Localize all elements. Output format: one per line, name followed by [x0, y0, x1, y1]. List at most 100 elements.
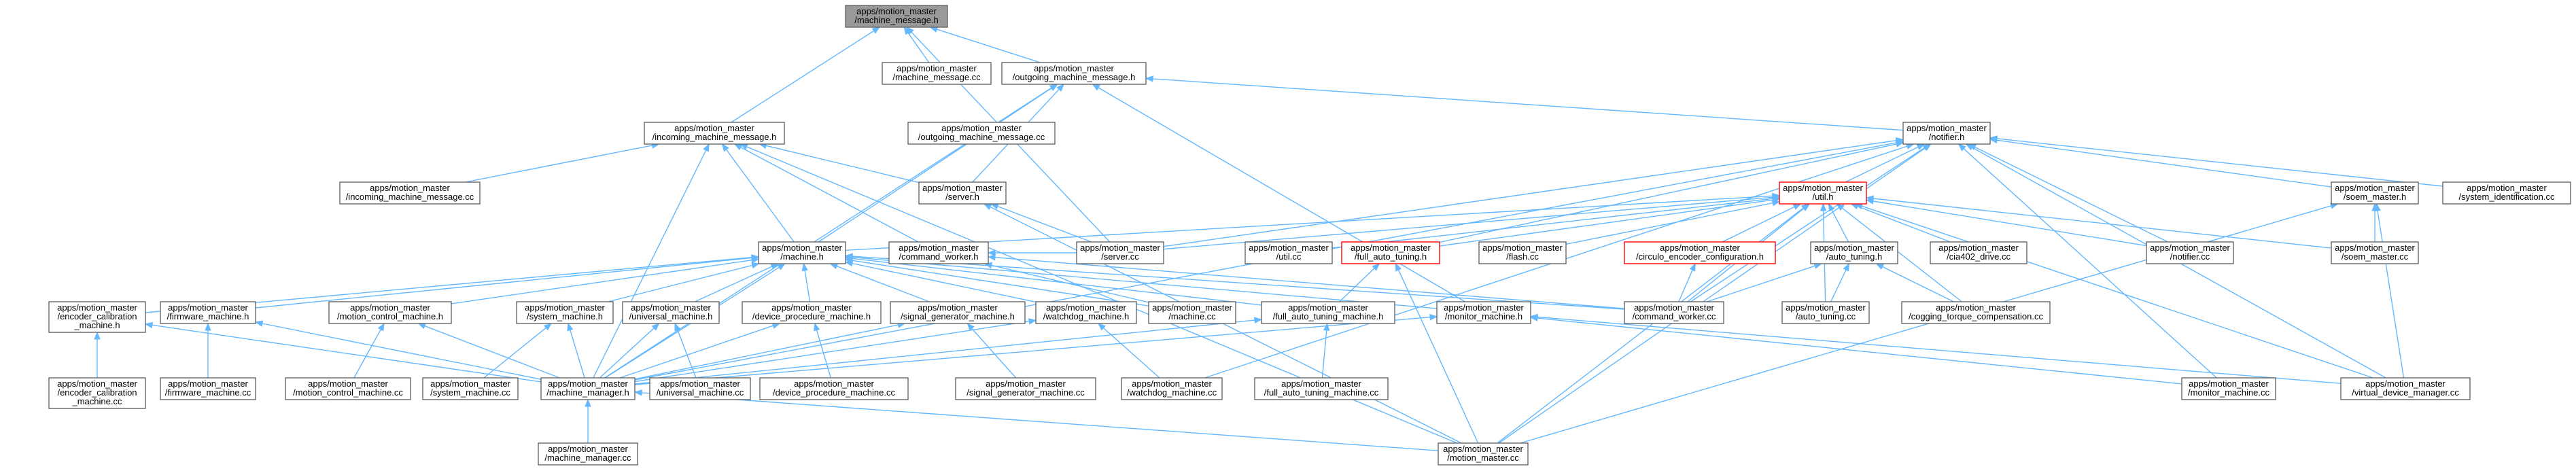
node-wd-h[interactable]: apps/motion_master/watchdog_machine.h [1035, 301, 1137, 324]
node-mc-cc[interactable]: apps/motion_master/motion_control_machin… [285, 377, 411, 400]
node-label-line: apps/motion_master [986, 379, 1066, 389]
node-at-h[interactable]: apps/motion_master/auto_tuning.h [1810, 241, 1898, 264]
node-sg-h[interactable]: apps/motion_master/signal_generator_mach… [890, 301, 1026, 324]
edge-line [1857, 205, 1951, 243]
node-label-line: /util.cc [1276, 251, 1302, 262]
edge-line [852, 262, 1037, 303]
node-cmdw-h[interactable]: apps/motion_master/command_worker.h [888, 241, 989, 264]
node-root[interactable]: apps/motion_master/machine_message.h [845, 5, 948, 28]
node-label-line: apps/motion_master [1783, 183, 1863, 193]
node-in-cc[interactable]: apps/motion_master/incoming_machine_mess… [339, 181, 481, 205]
node-label-line: apps/motion_master [1152, 302, 1232, 313]
node-box [622, 301, 720, 324]
edge-cog-cc-to-util-h [1836, 203, 1962, 302]
node-mon-h[interactable]: apps/motion_master/monitor_machine.h [1436, 301, 1531, 324]
edge-arrowhead [967, 322, 975, 331]
node-util-h[interactable]: apps/motion_master/util.h [1779, 181, 1867, 205]
node-server-h[interactable]: apps/motion_master/server.h [918, 181, 1007, 205]
edge-arrowhead [1049, 84, 1058, 91]
node-vdm-cc[interactable]: apps/motion_master/virtual_device_manage… [2340, 377, 2471, 400]
node-label-line: /outgoing_machine_message.h [1013, 72, 1136, 82]
node-sg-cc[interactable]: apps/motion_master/signal_generator_mach… [955, 377, 1096, 400]
node-box [1781, 301, 1870, 324]
node-out-cc[interactable]: apps/motion_master/outgoing_machine_mess… [907, 122, 1056, 145]
node-uni-h[interactable]: apps/motion_master/universal_machine.h [622, 301, 720, 324]
node-box [649, 377, 751, 400]
node-cia-cc[interactable]: apps/motion_master/cia402_drive.cc [1930, 241, 2027, 264]
node-label-line: /signal_generator_machine.cc [967, 387, 1085, 398]
node-label-line: apps/motion_master [1080, 243, 1160, 253]
node-fat-h[interactable]: apps/motion_master/full_auto_tuning.h [1341, 241, 1440, 264]
edge-line [619, 325, 773, 379]
edge-line [634, 321, 1030, 383]
node-mgr-h[interactable]: apps/motion_master/machine_manager.h [540, 377, 636, 400]
node-machine-h[interactable]: apps/motion_master/machine.h [758, 241, 846, 264]
node-label-line: /system_identification.cc [2459, 192, 2555, 202]
node-mc-h[interactable]: apps/motion_master/motion_control_machin… [328, 301, 452, 324]
node-box [1624, 301, 1724, 324]
node-dp-h[interactable]: apps/motion_master/device_procedure_mach… [742, 301, 882, 324]
node-label-line: _machine.h [73, 320, 120, 330]
edge-mon-h-to-out-h [1092, 84, 1465, 302]
node-notifier-h[interactable]: apps/motion_master/notifier.h [1902, 122, 1991, 145]
node-sys-h[interactable]: apps/motion_master/system_machine.h [516, 301, 614, 324]
node-box [1035, 301, 1137, 324]
node-soem-h[interactable]: apps/motion_master/soem_master.h [2331, 181, 2419, 205]
node-enc-cc[interactable]: apps/motion_master/encoder_calibration_m… [48, 377, 146, 409]
node-box [1261, 301, 1395, 324]
node-cmdw-cc[interactable]: apps/motion_master/command_worker.cc [1624, 301, 1724, 324]
edge-machine-h-to-out-h [818, 84, 1058, 243]
node-mach-cc[interactable]: apps/motion_master/machine.cc [1148, 301, 1236, 324]
node-box [1254, 377, 1389, 400]
edge-line [483, 327, 546, 379]
node-sysid-cc[interactable]: apps/motion_master/system_identification… [2442, 181, 2571, 205]
node-fw-h[interactable]: apps/motion_master/firmware_machine.h [160, 301, 256, 324]
node-server-cc[interactable]: apps/motion_master/server.cc [1076, 241, 1164, 264]
node-label-line: /circulo_encoder_configuration.h [1636, 251, 1764, 262]
node-dp-cc[interactable]: apps/motion_master/device_procedure_mach… [759, 377, 909, 400]
edge-line [1537, 317, 2182, 385]
node-label-line: /firmware_machine.h [167, 311, 249, 321]
node-box [890, 301, 1026, 324]
edge-line [1722, 206, 1795, 243]
edge-server-h-to-in-h [759, 142, 920, 183]
node-mon-cc[interactable]: apps/motion_master/monitor_machine.cc [2181, 377, 2276, 400]
edge-notifier-h-to-out-h [1145, 75, 1904, 131]
edge-line [353, 329, 381, 379]
node-mm-main-cc[interactable]: apps/motion_master/motion_master.cc [1438, 442, 1529, 466]
node-at-cc[interactable]: apps/motion_master/auto_tuning.cc [1781, 301, 1870, 324]
node-in-h[interactable]: apps/motion_master/incoming_machine_mess… [644, 122, 785, 145]
node-out-h[interactable]: apps/motion_master/outgoing_machine_mess… [1001, 62, 1147, 85]
node-util-cc[interactable]: apps/motion_master/util.cc [1245, 241, 1333, 264]
edge-line [1497, 207, 1804, 444]
edge-arrowhead [1800, 203, 1810, 211]
node-notif-cc[interactable]: apps/motion_master/notifier.cc [2146, 241, 2234, 264]
node-flash-cc[interactable]: apps/motion_master/flash.cc [1478, 241, 1567, 264]
node-fatm-cc[interactable]: apps/motion_master/full_auto_tuning_mach… [1254, 377, 1389, 400]
node-sys-cc[interactable]: apps/motion_master/system_machine.cc [422, 377, 519, 400]
node-box [1930, 241, 2027, 264]
edge-out-h-to-root [929, 26, 1041, 63]
edge-line [1565, 203, 1773, 245]
node-cec-h[interactable]: apps/motion_master/circulo_encoder_confi… [1624, 241, 1776, 264]
node-cog-cc[interactable]: apps/motion_master/cogging_torque_compen… [1901, 301, 2051, 324]
node-enc-h[interactable]: apps/motion_master/encoder_calibration_m… [48, 301, 146, 333]
edge-mgr-h-to-uni-h [599, 323, 660, 379]
node-fatm-h[interactable]: apps/motion_master/full_auto_tuning_mach… [1261, 301, 1395, 324]
node-uni-cc[interactable]: apps/motion_master/universal_machine.cc [649, 377, 751, 400]
node-label-line: apps/motion_master [771, 302, 852, 313]
node-soem-cc[interactable]: apps/motion_master/soem_master.cc [2331, 241, 2419, 264]
node-label-line: /command_worker.h [899, 251, 978, 262]
edge-arrowhead [1865, 195, 1874, 202]
node-label-line: /machine_message.cc [892, 72, 981, 82]
node-label-line: /virtual_device_manager.cc [2352, 387, 2459, 398]
node-mm-cc[interactable]: apps/motion_master/machine_message.cc [882, 62, 992, 85]
edge-arrowhead [1689, 262, 1696, 272]
node-label-line: /soem_master.cc [2342, 251, 2409, 262]
edge-line [1873, 198, 2332, 249]
edge-line [1520, 205, 2331, 444]
edge-mgr-h-to-mc-h [417, 323, 560, 379]
node-wd-cc[interactable]: apps/motion_master/watchdog_machine.cc [1121, 377, 1223, 400]
node-mgr-cc[interactable]: apps/motion_master/machine_manager.cc [538, 442, 638, 466]
node-fw-cc[interactable]: apps/motion_master/firmware_machine.cc [160, 377, 256, 400]
